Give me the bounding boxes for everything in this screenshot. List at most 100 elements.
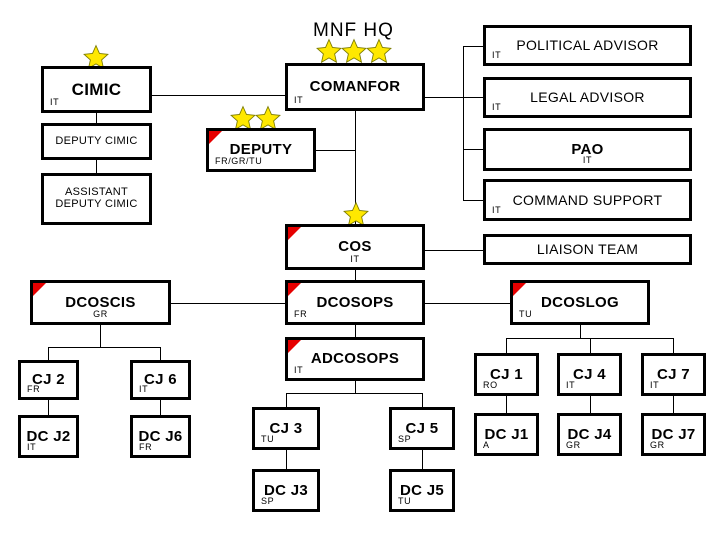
node-country-code: GR [93, 309, 108, 319]
connector-cj3-dcj3 [286, 450, 287, 469]
node-cos[interactable]: COS IT [285, 224, 425, 270]
node-country-code: FR [139, 442, 153, 452]
node-country-code: IT [350, 254, 360, 264]
node-title: DC J5 [399, 481, 445, 499]
node-dcj6[interactable]: DC J6 FR [130, 415, 191, 458]
node-cimic[interactable]: CIMIC IT [41, 66, 152, 113]
node-pao[interactable]: PAO IT [483, 128, 692, 171]
node-adcosops[interactable]: ADCOSOPS IT [285, 337, 425, 381]
node-deputy-cimic[interactable]: DEPUTY CIMIC [41, 123, 152, 160]
connector-bus-cj5 [422, 393, 423, 407]
node-title: CIMIC [71, 79, 122, 99]
connector-dcoscis-down [100, 325, 101, 347]
node-command-support[interactable]: COMMAND SUPPORT IT [483, 179, 692, 221]
node-title: CJ 3 [269, 419, 303, 437]
connector-bus-cj3 [286, 393, 287, 407]
rank-star-icon [230, 105, 256, 131]
connector-dcoscis-bus [48, 347, 160, 348]
node-title: COS [338, 238, 372, 256]
node-cj2[interactable]: CJ 2 FR [18, 360, 79, 400]
node-dcj4[interactable]: DC J4 GR [557, 413, 622, 456]
connector-stub-pao [463, 149, 483, 150]
connector-deputycimic-assistant [96, 160, 97, 173]
node-country-code: IT [27, 442, 37, 452]
node-dcoslog[interactable]: DCOSLOG TU [510, 280, 650, 325]
connector-cos-dcosops [355, 270, 356, 280]
node-title: DCOSLOG [541, 293, 619, 311]
node-dcj2[interactable]: DC J2 IT [18, 415, 79, 458]
node-country-code: IT [294, 95, 304, 105]
node-title: DCOSOPS [316, 293, 394, 311]
node-country-code: GR [566, 440, 581, 450]
node-deputy[interactable]: DEPUTY FR/GR/TU [206, 128, 316, 172]
node-country-code: IT [650, 380, 660, 390]
connector-cj1-dcj1 [506, 396, 507, 413]
node-country-code: SP [398, 434, 412, 444]
node-assistant-deputy-cimic[interactable]: ASSISTANT DEPUTY CIMIC [41, 173, 152, 225]
node-comanfor[interactable]: COMANFOR IT [285, 63, 425, 111]
rank-star-icon [343, 201, 369, 227]
node-country-code: RO [483, 380, 498, 390]
node-title: CJ 4 [573, 365, 606, 383]
node-country-code: IT [492, 102, 502, 112]
node-country-code: IT [582, 155, 593, 165]
rank-star-icon [341, 38, 367, 64]
node-cj4[interactable]: CJ 4 IT [557, 353, 622, 396]
connector-bus-cj4 [590, 338, 591, 353]
node-title: ADCOSOPS [310, 350, 400, 368]
node-dcj3[interactable]: DC J3 SP [252, 469, 320, 512]
rank-star-icon [255, 105, 281, 131]
node-dcosops[interactable]: DCOSOPS FR [285, 280, 425, 325]
node-country-code: FR/GR/TU [215, 156, 263, 166]
flash-corner-icon [209, 131, 222, 144]
node-title: CJ 5 [405, 419, 439, 437]
rank-star-icon [83, 44, 109, 70]
node-cj5[interactable]: CJ 5 SP [389, 407, 455, 450]
node-dcj1[interactable]: DC J1 A [474, 413, 539, 456]
flash-corner-icon [288, 283, 301, 296]
node-title: DC J2 [26, 427, 71, 445]
node-liaison-team[interactable]: LIAISON TEAM [483, 234, 692, 265]
connector-bus-cj6 [160, 347, 161, 360]
connector-stub-command-support [463, 200, 483, 201]
node-legal-advisor[interactable]: LEGAL ADVISOR IT [483, 77, 692, 118]
flash-corner-icon [33, 283, 46, 296]
connector-adcosops-down [355, 381, 356, 393]
flash-corner-icon [288, 227, 301, 240]
connector-stub-political-advisor [463, 46, 483, 47]
node-cj3[interactable]: CJ 3 TU [252, 407, 320, 450]
node-dcj7[interactable]: DC J7 GR [641, 413, 706, 456]
connector-adcosops-bus [286, 393, 422, 394]
node-title: PAO [571, 140, 604, 158]
node-title: LIAISON TEAM [536, 241, 639, 258]
node-country-code: GR [650, 440, 665, 450]
connector-cj7-dcj7 [673, 396, 674, 413]
node-title: DC J4 [567, 425, 612, 443]
connector-deputy-spine [316, 150, 355, 151]
node-cj6[interactable]: CJ 6 IT [130, 360, 191, 400]
connector-bus-cj1 [506, 338, 507, 353]
rank-star-icon [316, 38, 342, 64]
node-title: COMMAND SUPPORT [512, 191, 663, 208]
node-country-code: TU [398, 496, 412, 506]
node-country-code: IT [294, 365, 304, 375]
node-cj1[interactable]: CJ 1 RO [474, 353, 539, 396]
node-dcoscis[interactable]: DCOSCIS GR [30, 280, 171, 325]
connector-dcoscis-dcosops [171, 303, 285, 304]
node-cj7[interactable]: CJ 7 IT [641, 353, 706, 396]
connector-bus-cj2 [48, 347, 49, 360]
node-title: DC J7 [651, 425, 696, 443]
node-country-code: TU [261, 434, 275, 444]
node-country-code: IT [492, 205, 502, 215]
node-title: DCOSCIS [65, 293, 136, 311]
connector-bus-cj7 [673, 338, 674, 353]
node-country-code: FR [27, 384, 41, 394]
connector-dcosops-dcoslog [425, 303, 510, 304]
node-political-advisor[interactable]: POLITICAL ADVISOR IT [483, 25, 692, 66]
connector-cj6-dcj6 [160, 400, 161, 415]
node-title: CJ 7 [657, 365, 690, 383]
node-country-code: FR [294, 309, 308, 319]
node-dcj5[interactable]: DC J5 TU [389, 469, 455, 512]
node-country-code: SP [261, 496, 275, 506]
